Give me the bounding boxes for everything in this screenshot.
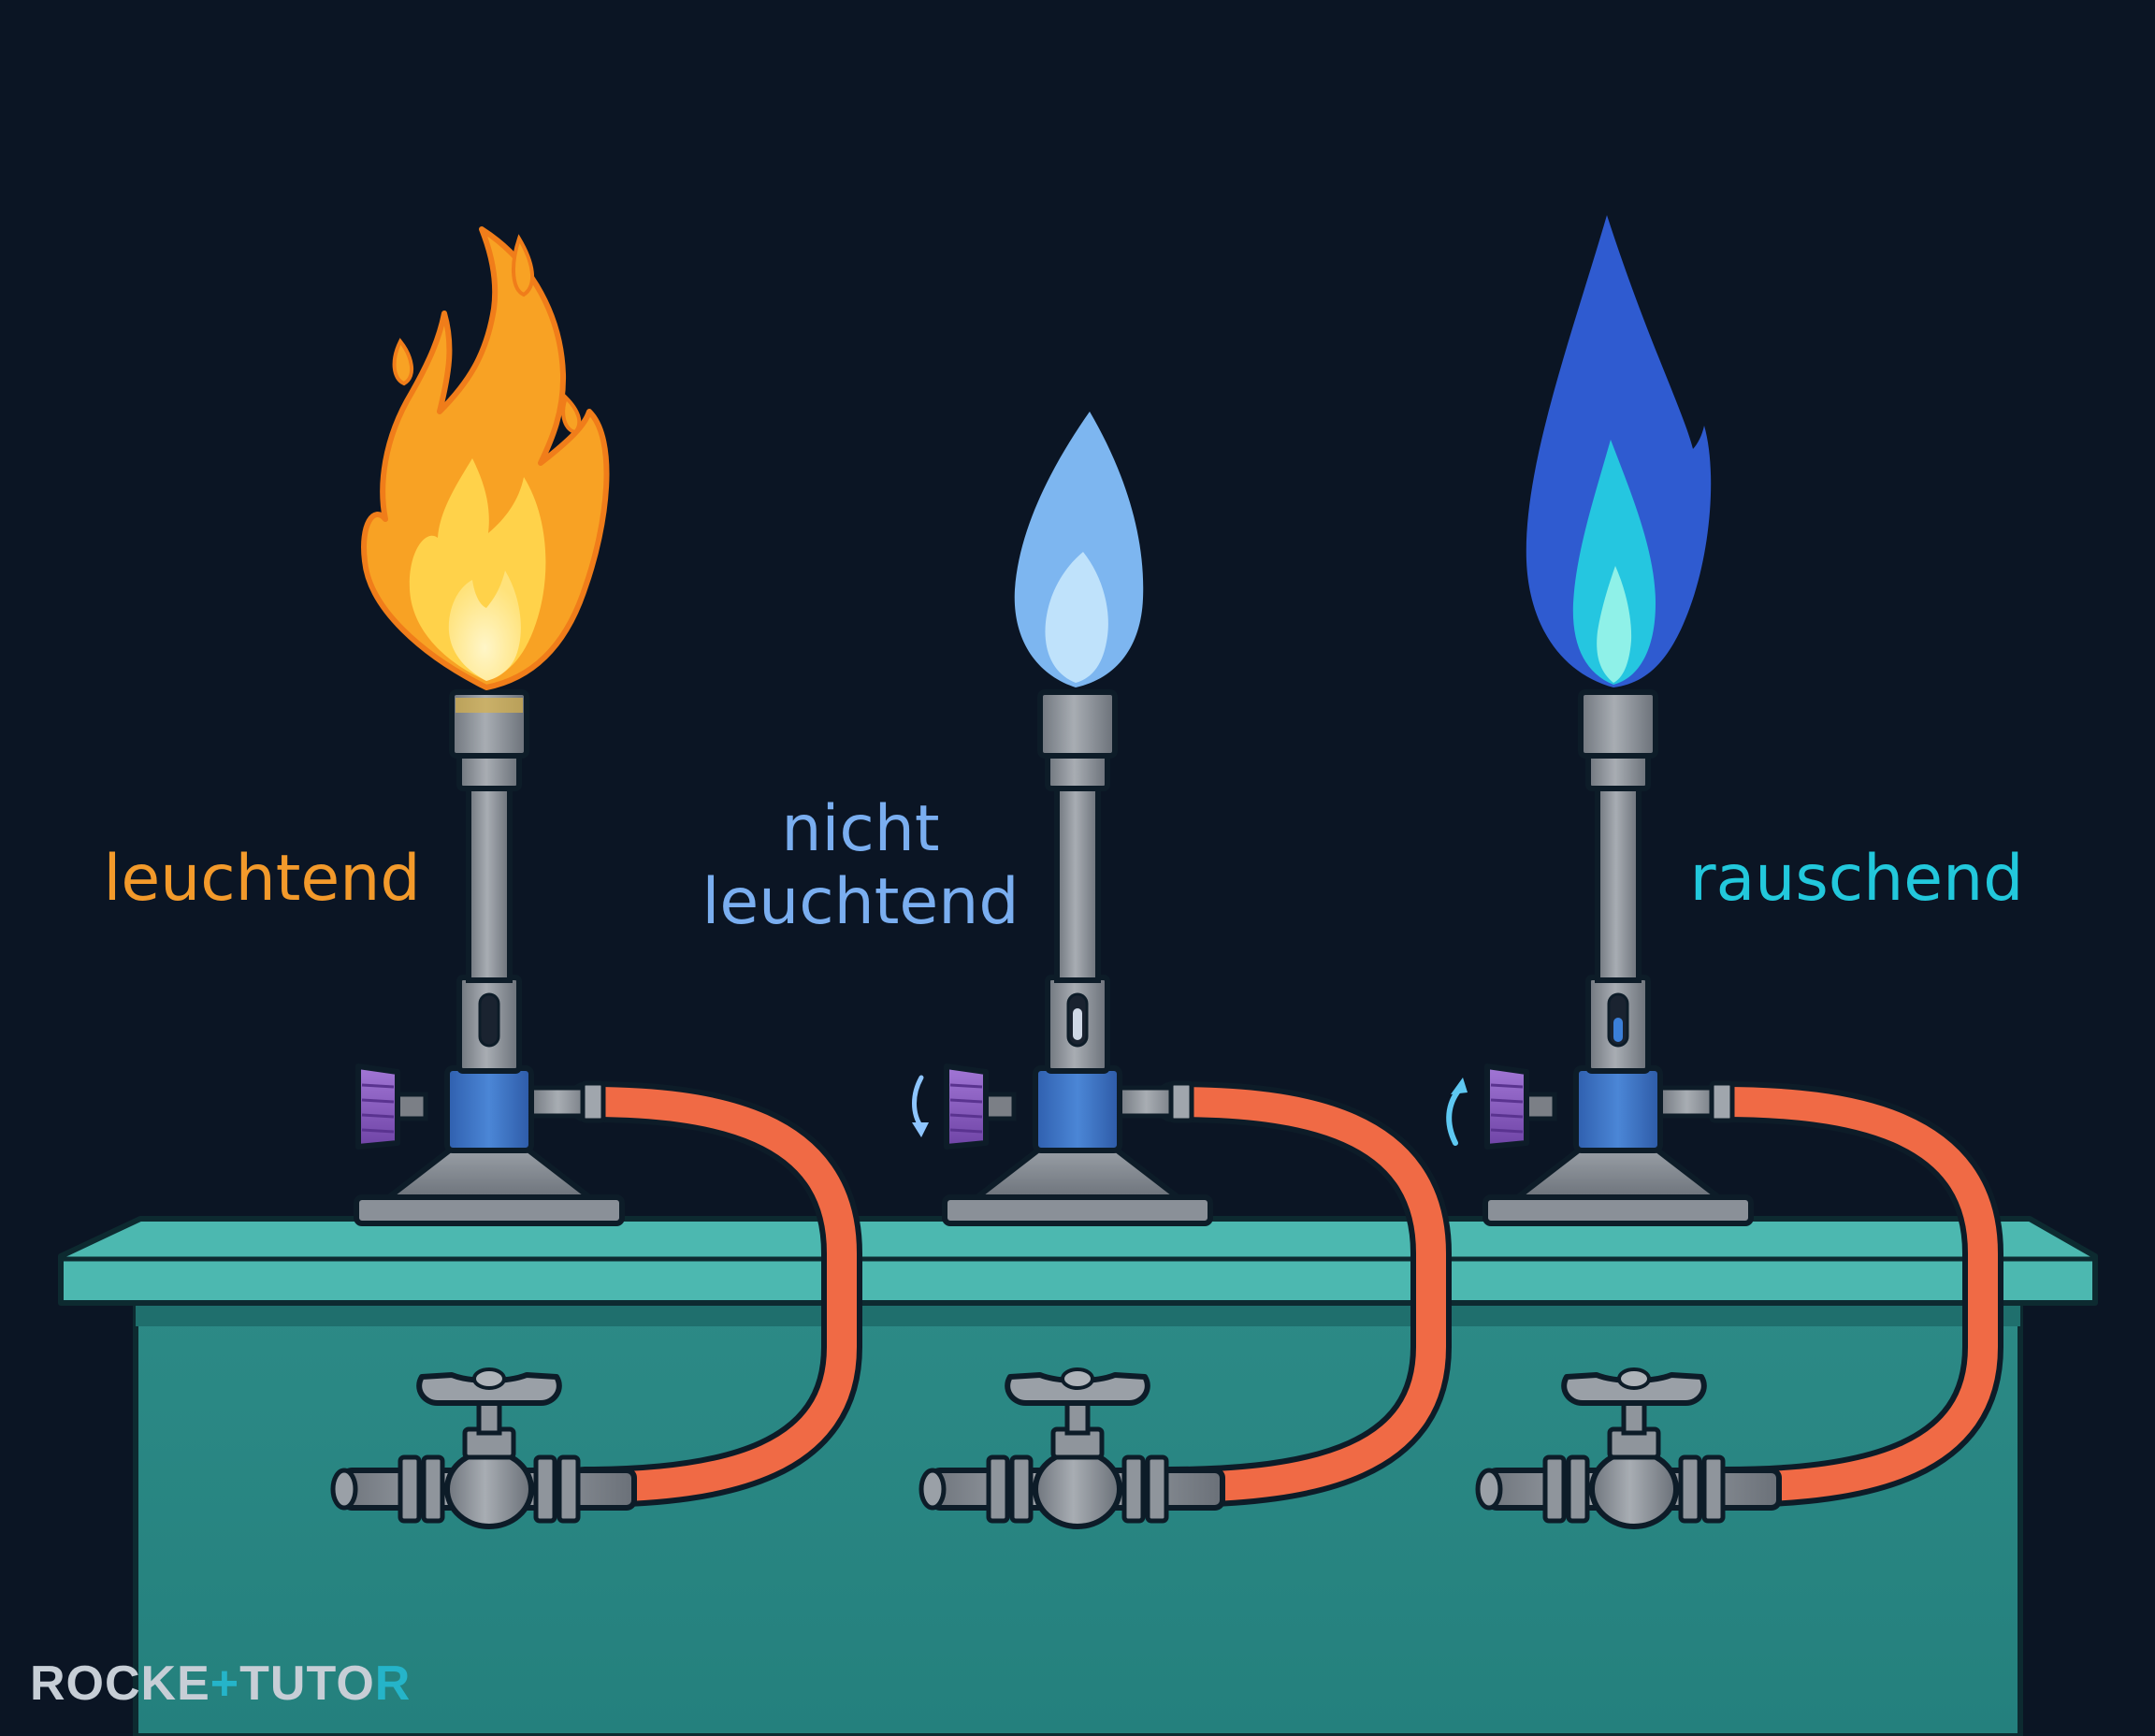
bunsen-burner-icon — [1482, 689, 1754, 1226]
yellow-luminous-flame-icon — [361, 226, 610, 690]
pale-blue-flame-icon — [1014, 412, 1144, 687]
label-luminous: leuchtend — [103, 842, 421, 916]
logo-plus-mark: + — [210, 1656, 240, 1711]
gas-valve-icon — [330, 1367, 637, 1529]
label-roaring: rauschend — [1689, 842, 2024, 916]
bunsen-burner-icon — [354, 689, 625, 1226]
bunsen-burners — [354, 689, 1754, 1226]
gas-valve-icon — [1475, 1367, 1782, 1529]
gas-hoses — [564, 1081, 2003, 1508]
logo-part2: TUTO — [239, 1656, 375, 1711]
rotate-up-arrow-icon — [1446, 1078, 1468, 1146]
label-non-luminous-line1: nicht — [781, 792, 940, 866]
label-non-luminous: nicht leuchtend — [687, 793, 1034, 939]
bunsen-burner-icon — [942, 689, 1213, 1226]
rocket-tutor-logo: ROCKE+TUTOR — [30, 1656, 411, 1712]
gas-taps — [330, 1367, 1782, 1529]
roaring-blue-flame-icon — [1526, 215, 1712, 687]
label-non-luminous-line2: leuchtend — [701, 865, 1020, 939]
logo-part1: ROCKE — [30, 1656, 210, 1711]
rotate-down-arrow-icon — [912, 1075, 929, 1137]
logo-part3: R — [374, 1656, 412, 1711]
gas-valve-icon — [918, 1367, 1225, 1529]
